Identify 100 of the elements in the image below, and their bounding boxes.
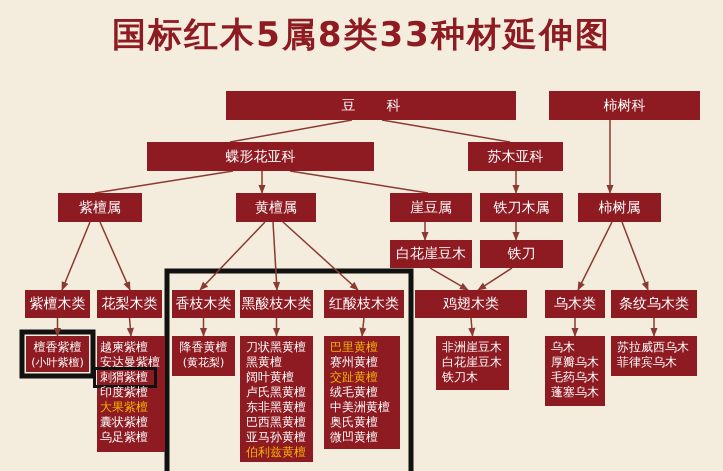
node-label: 微凹黄檀: [330, 430, 378, 445]
arrow: [199, 221, 266, 291]
node-label: (小叶紫檀): [31, 355, 84, 370]
node-label: 白花崖豆木: [396, 245, 466, 263]
arrow: [359, 318, 366, 337]
node-label: 赛州黄檀: [330, 355, 378, 370]
node-label: 中美洲黄檀: [330, 400, 390, 415]
arrow: [512, 171, 520, 194]
chart-title: 国标红木5属8类33种材延伸图: [111, 14, 612, 57]
node-label: 黑酸枝木类: [242, 295, 312, 313]
node-label: 红酸枝木类: [329, 295, 399, 313]
node-label: 苏拉威西乌木: [617, 340, 689, 355]
category-box: [390, 193, 472, 222]
category-box: [147, 142, 374, 171]
node-label: 巴西黑黄檀: [246, 415, 306, 430]
node-label: 紫檀木类: [30, 295, 86, 313]
node-label: 紫檀属: [79, 198, 121, 216]
category-box: [611, 290, 697, 318]
category-box: [549, 91, 700, 120]
category-box: [324, 290, 404, 318]
node-label: 香枝木类: [176, 295, 232, 313]
node-label: 奥氏黄檀: [330, 415, 378, 430]
category-box: [97, 290, 162, 318]
highlighted-species-label: 交趾黄檀: [330, 370, 378, 385]
node-label: 檀香紫檀: [34, 340, 82, 355]
node-label: 东非黑黄檀: [246, 400, 306, 415]
node-label: 白花崖豆木: [442, 355, 502, 370]
species-list-box: [172, 336, 235, 376]
category-box: [415, 290, 527, 318]
node-label: 柿树科: [604, 96, 646, 114]
node-label: 刺猬紫檀: [96, 370, 154, 385]
node-label: 蝶形花亚科: [226, 148, 296, 166]
connector-line: [382, 119, 510, 143]
arrow: [272, 222, 280, 291]
category-box: [390, 240, 472, 268]
category-box: [468, 142, 563, 171]
arrow: [606, 120, 614, 194]
node-label: 条纹乌木类: [619, 295, 689, 313]
species-list-box: [240, 336, 313, 462]
arrow: [126, 318, 134, 337]
species-list-box: [436, 336, 509, 390]
node-label: 蓬塞乌木: [551, 385, 599, 400]
node-label: 厚瓣乌木: [551, 355, 599, 370]
node-label: 亚马孙黄檀: [246, 430, 306, 445]
category-box: [236, 193, 316, 222]
node-label: 安达曼紫檀: [100, 355, 160, 370]
species-list-box: [324, 336, 400, 449]
node-label: 黑黄檀: [246, 355, 282, 370]
category-box: [480, 240, 563, 268]
node-label: 毛药乌木: [551, 370, 599, 385]
category-box: [545, 290, 605, 318]
node-label: (黄花梨): [182, 355, 224, 370]
node-label: 崖豆属: [410, 198, 452, 216]
arrow: [54, 318, 62, 337]
node-label: 刀状黑黄檀: [246, 340, 306, 355]
category-box: [578, 193, 661, 222]
arrow: [282, 221, 359, 291]
node-label: 铁刀: [508, 245, 536, 263]
arrow: [577, 222, 613, 291]
arrow: [512, 222, 520, 241]
node-label: 非洲崖豆木: [442, 340, 502, 355]
highlighted-species-label: 伯利兹黄檀: [246, 445, 306, 460]
arrow: [477, 267, 512, 291]
node-label: 卢氏黑黄檀: [246, 385, 306, 400]
node-label: 铁刀木属: [494, 198, 550, 216]
node-label: 绒毛黄檀: [330, 385, 378, 400]
node-label: 菲律宾乌木: [617, 355, 677, 370]
arrow: [99, 222, 131, 291]
arrow: [621, 222, 649, 291]
category-box: [25, 290, 90, 318]
node-label: 囊状紫檀: [100, 415, 148, 430]
connector-line: [230, 119, 352, 143]
node-label: 降香黄檀: [180, 340, 228, 355]
arrow: [61, 222, 91, 291]
category-box: [172, 290, 235, 318]
highlighted-species-label: 巴里黄檀: [330, 340, 378, 355]
node-label: 印度紫檀: [100, 385, 148, 400]
arrow: [468, 318, 476, 337]
species-list-box: [545, 336, 605, 406]
connector-line: [94, 170, 234, 194]
node-label: 豆科: [342, 96, 432, 114]
arrow: [272, 318, 280, 337]
category-box: [240, 290, 313, 318]
highlighted-species-label: 大果紫檀: [100, 400, 148, 415]
node-label: 乌木类: [554, 295, 596, 313]
category-box: [58, 193, 142, 222]
node-label: 铁刀木: [442, 370, 478, 385]
node-label: 黄檀属: [255, 198, 297, 216]
node-label: 柿树属: [598, 198, 640, 216]
arrow: [650, 318, 658, 337]
node-label: 越柬紫檀: [100, 340, 148, 355]
node-label: 苏木亚科: [488, 148, 544, 166]
arrow: [421, 222, 429, 241]
species-list-box: [26, 336, 89, 372]
category-box: [480, 193, 563, 222]
arrow: [571, 318, 579, 337]
node-label: 乌木: [551, 340, 575, 355]
arrow: [430, 267, 469, 291]
node-label: 鸡翅木类: [443, 295, 499, 313]
node-label: 花梨木类: [102, 295, 158, 313]
